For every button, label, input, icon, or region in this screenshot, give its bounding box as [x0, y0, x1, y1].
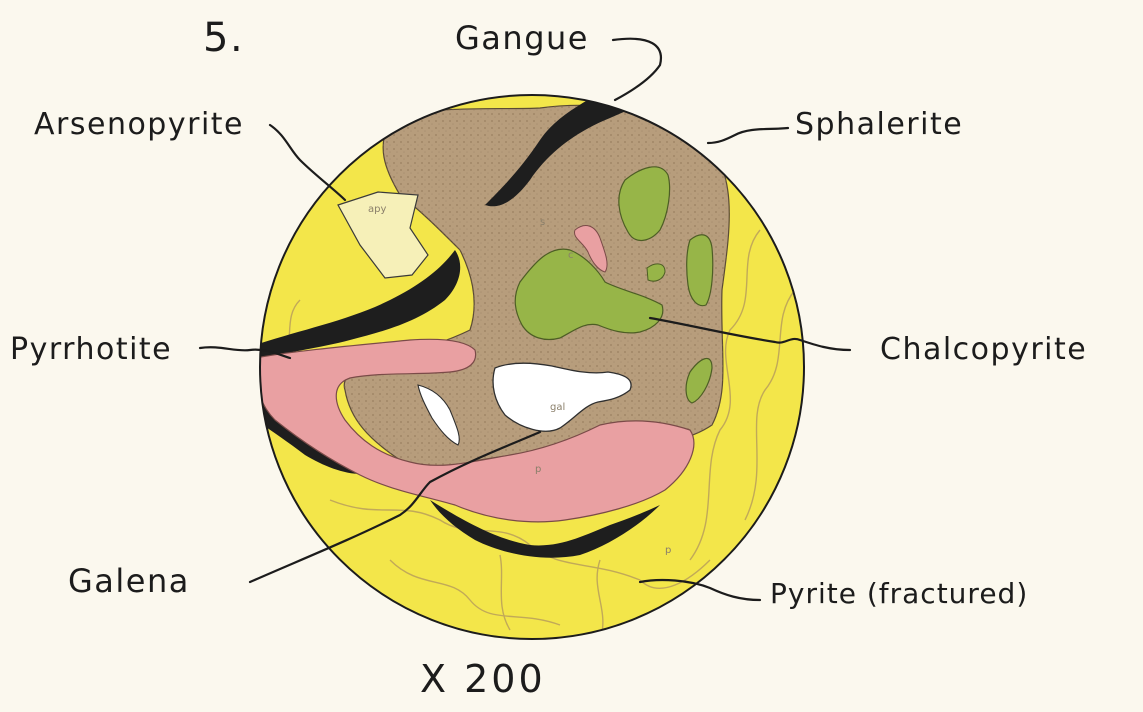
gangue-leader: [613, 39, 661, 100]
arsenopyrite-label: Arsenopyrite: [34, 110, 244, 140]
p-mark-2: p: [665, 545, 671, 556]
chalcopyrite-grain-2: [687, 235, 713, 306]
gangue-label: Gangue: [455, 22, 589, 54]
magnification-label: X 200: [420, 660, 546, 698]
sphalerite-label: Sphalerite: [795, 110, 963, 140]
sphalerite-leader: [708, 128, 788, 143]
pyrrhotite-label: Pyrrhotite: [10, 335, 172, 365]
galena-label: Galena: [68, 565, 190, 597]
pyrite-label: Pyrite (fractured): [770, 580, 1028, 608]
s-mark: s: [540, 217, 545, 228]
c-mark: c: [568, 250, 574, 261]
gal-mark: gal: [550, 402, 565, 413]
arsenopyrite-leader: [270, 125, 345, 200]
p-mark-1: p: [535, 464, 541, 475]
figure-number: 5.: [203, 18, 244, 58]
microscope-field: apy gal s c p p: [240, 70, 840, 660]
chalcopyrite-label: Chalcopyrite: [880, 335, 1087, 365]
apy-mark: apy: [368, 204, 386, 215]
